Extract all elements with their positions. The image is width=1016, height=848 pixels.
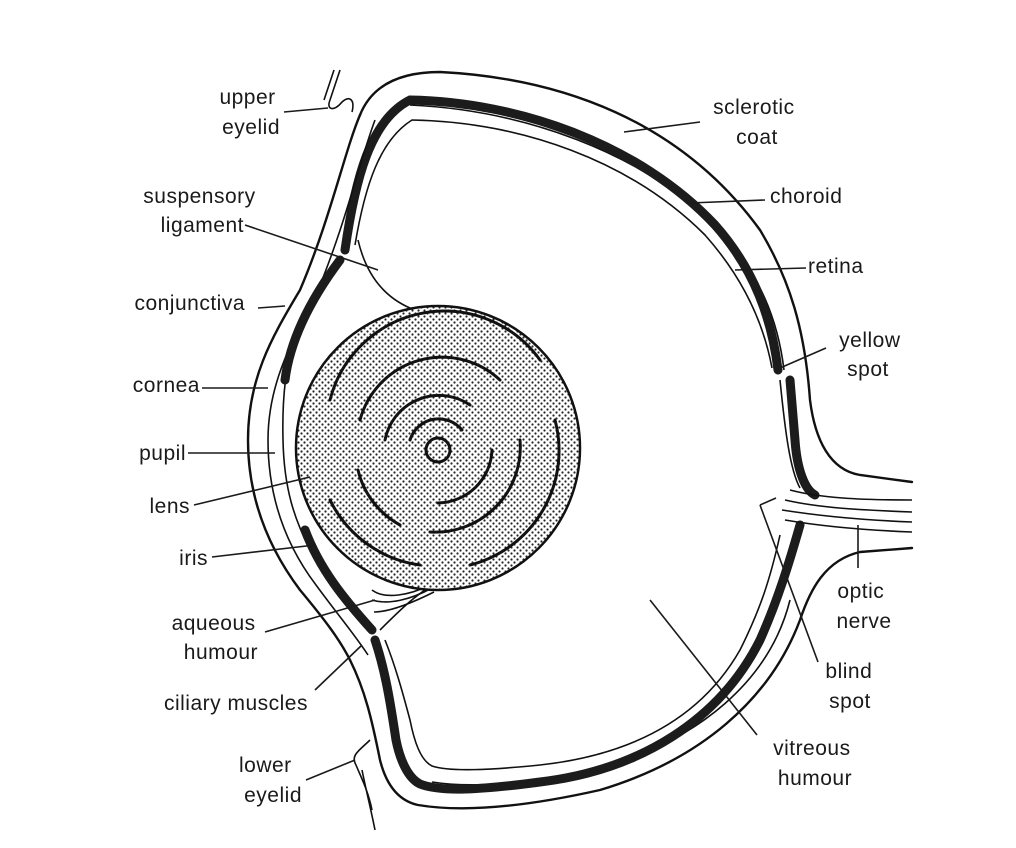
label-optic-nerve: optic nerve — [836, 580, 891, 633]
choroid-band-lower — [785, 375, 820, 500]
retina-line — [354, 119, 773, 369]
label-aqueous-humour: aqueous humour — [172, 612, 262, 664]
sclera-outer-lower — [348, 546, 914, 810]
iris-lower — [300, 525, 377, 635]
label-suspensory-ligament: suspensory ligament — [143, 185, 262, 237]
label-lower-eyelid: lower eyelid — [239, 754, 302, 807]
label-vitreous-humour: vitreous humour — [773, 737, 857, 790]
iris-upper — [280, 255, 345, 385]
retina-line-bottom — [384, 534, 781, 771]
retina-lower-right — [779, 379, 801, 489]
leader-lines — [188, 107, 859, 781]
cornea-outer — [246, 113, 362, 662]
optic-nerve — [781, 489, 913, 533]
upper-eyelid — [328, 69, 354, 113]
label-ciliary-muscles: ciliary muscles — [164, 692, 308, 715]
choroid-band — [340, 95, 783, 375]
label-yellow-spot: yellow spot — [839, 329, 907, 381]
labels: upper eyelid suspensory ligament conjunc… — [133, 86, 907, 807]
sclera-outer — [358, 70, 914, 484]
label-blind-spot: blind spot — [825, 660, 878, 713]
lower-eyelid-2 — [361, 769, 376, 831]
label-retina: retina — [808, 255, 864, 278]
choroid-band-bottom — [370, 520, 805, 794]
lens — [294, 304, 582, 592]
label-cornea: cornea — [133, 374, 200, 397]
label-pupil: pupil — [139, 442, 186, 465]
eyeball — [246, 69, 914, 831]
label-sclerotic-coat: sclerotic coat — [713, 96, 801, 149]
label-conjunctiva: conjunctiva — [134, 292, 245, 315]
label-upper-eyelid: upper eyelid — [219, 86, 282, 139]
label-lens: lens — [149, 495, 190, 518]
upper-eyelid-2 — [323, 69, 335, 101]
sclera-inner-lower — [431, 599, 791, 786]
cornea-inner — [267, 119, 376, 656]
label-choroid: choroid — [770, 185, 842, 208]
label-iris: iris — [179, 547, 208, 570]
suspensory-ligament-upper — [357, 239, 411, 309]
